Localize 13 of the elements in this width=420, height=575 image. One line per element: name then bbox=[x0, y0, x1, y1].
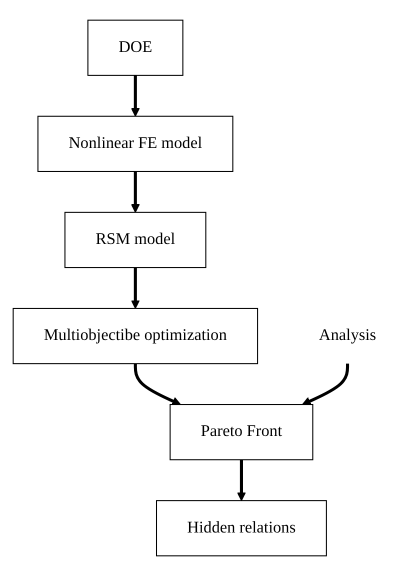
node-box: DOE bbox=[87, 19, 184, 76]
node-text: Analysis bbox=[318, 326, 376, 344]
arrow bbox=[130, 170, 140, 212]
arrow bbox=[130, 74, 140, 116]
arrow bbox=[302, 363, 350, 405]
arrow bbox=[130, 267, 140, 308]
arrow bbox=[134, 363, 181, 405]
node-box: Multiobjectibe optimization bbox=[12, 307, 258, 364]
node-box: Nonlinear FE model bbox=[37, 115, 234, 172]
node-box: Pareto Front bbox=[170, 404, 314, 460]
node-box: RSM model bbox=[64, 211, 206, 268]
node-box: Hidden relations bbox=[156, 500, 327, 556]
arrow bbox=[236, 459, 246, 501]
